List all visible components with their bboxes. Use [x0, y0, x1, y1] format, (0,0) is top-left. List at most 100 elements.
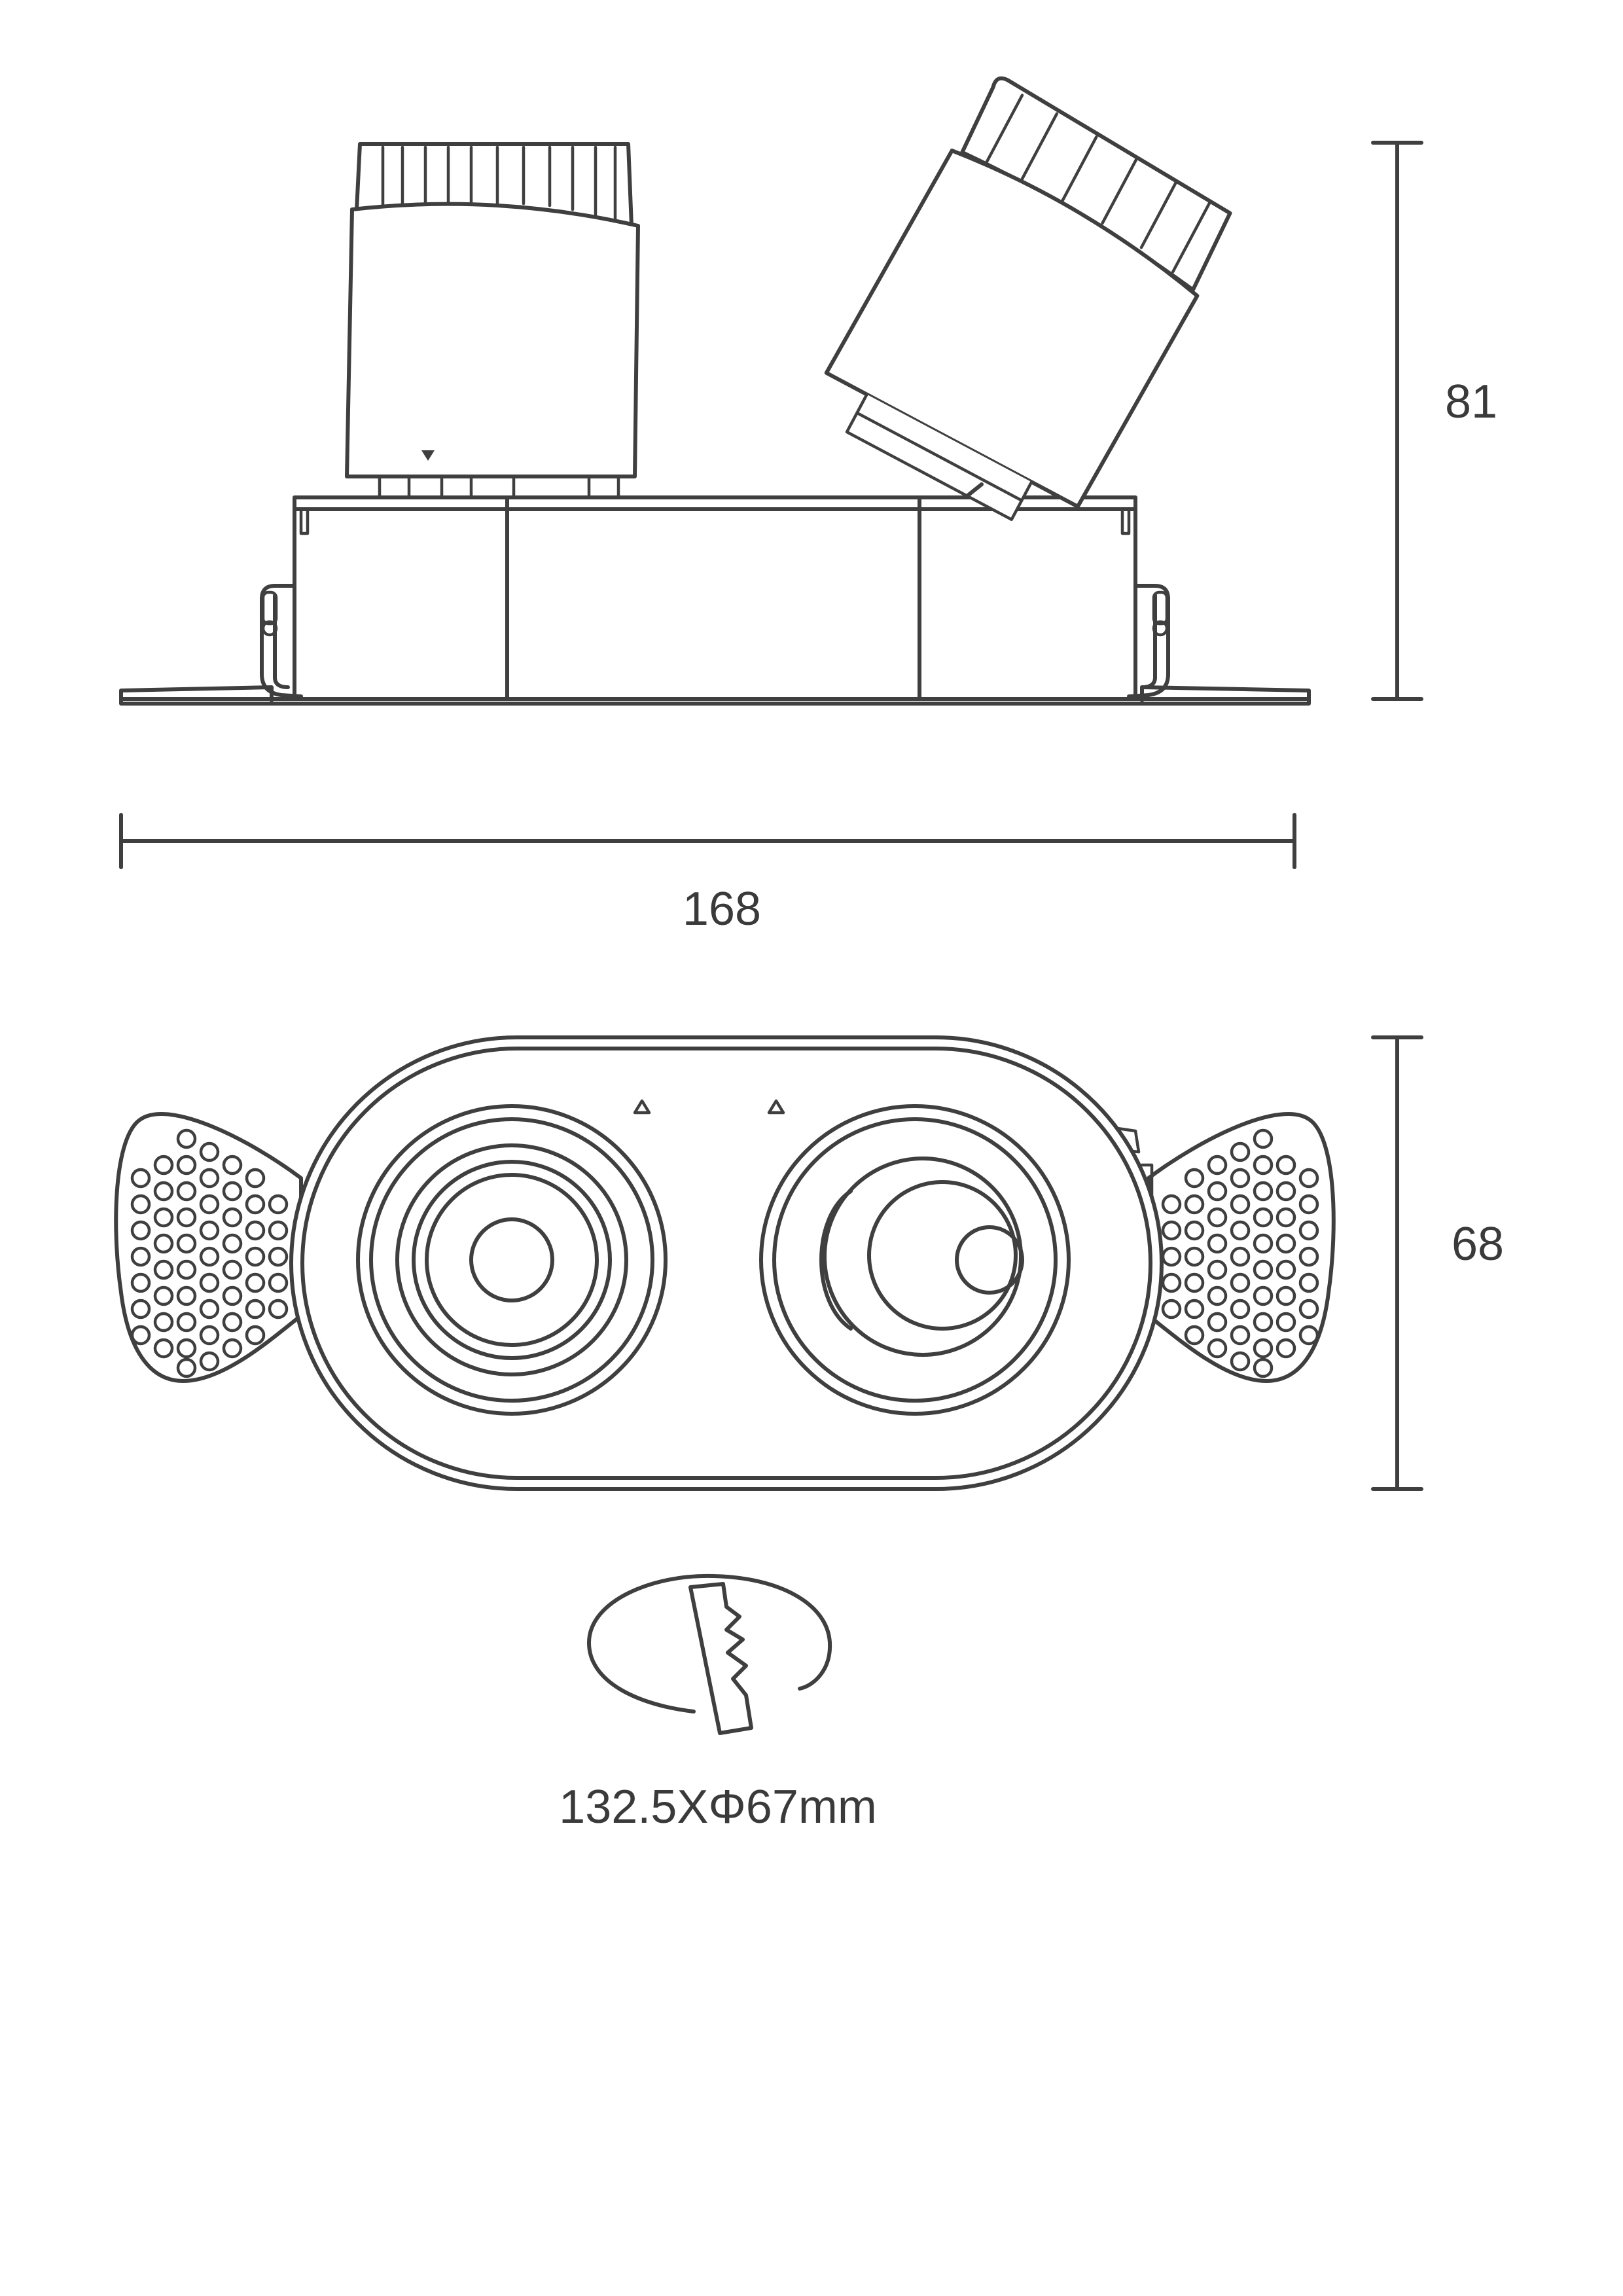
perforation-hole — [1161, 1194, 1182, 1215]
perforation-hole — [222, 1285, 243, 1306]
perforation-hole — [1253, 1357, 1274, 1378]
perforation-hole — [1207, 1207, 1228, 1228]
perforation-hole — [176, 1207, 197, 1228]
trim-outer — [289, 1035, 1164, 1491]
perforation-hole — [1275, 1259, 1296, 1280]
spring-clip-right — [1127, 584, 1170, 698]
lamp-module-left — [345, 142, 640, 499]
perforation-hole — [1253, 1181, 1274, 1202]
perforation-hole — [1275, 1181, 1296, 1202]
perforation-hole — [130, 1325, 151, 1346]
perforation-hole — [130, 1246, 151, 1267]
perforation-hole — [245, 1194, 266, 1215]
housing-notch-left — [299, 507, 310, 535]
perforation-hole — [176, 1338, 197, 1359]
perforation-hole — [1184, 1194, 1205, 1215]
perforation-hole — [1207, 1312, 1228, 1333]
perforation-hole — [199, 1246, 220, 1267]
lamp-right-fins — [984, 94, 1212, 274]
clip-pin-right — [1152, 590, 1169, 626]
perforation-hole — [153, 1155, 174, 1175]
perforation-hole — [245, 1246, 266, 1267]
lamp-left-collar — [378, 475, 620, 499]
perforation-hole — [130, 1299, 151, 1319]
perforation-hole — [222, 1181, 243, 1202]
perforation-hole — [1207, 1233, 1228, 1254]
perforation-hole — [153, 1207, 174, 1228]
perforation-hole — [1275, 1312, 1296, 1333]
side-view — [119, 76, 1311, 706]
perforation-hole — [1207, 1338, 1228, 1359]
perforation-hole — [1230, 1220, 1251, 1241]
perforation-hole — [199, 1168, 220, 1189]
perforation-hole — [176, 1357, 197, 1378]
perforation-hole — [176, 1285, 197, 1306]
perforation-hole — [1253, 1285, 1274, 1306]
perforation-hole — [1207, 1285, 1228, 1306]
perforation-hole — [1298, 1325, 1319, 1346]
perforation-hole — [268, 1299, 289, 1319]
lens-right — [759, 1099, 1071, 1416]
perforation-hole — [268, 1220, 289, 1241]
perforation-hole — [1298, 1246, 1319, 1267]
trim-inner — [300, 1047, 1152, 1480]
housing-notch-right — [1120, 507, 1131, 535]
perforation-hole — [1184, 1220, 1205, 1241]
width-dimension-label: 168 — [683, 883, 761, 935]
perforation-hole — [1298, 1220, 1319, 1241]
perforation-hole — [222, 1312, 243, 1333]
perforation-hole — [1207, 1155, 1228, 1175]
height-dimension: 81 — [1371, 141, 1497, 701]
perforation-hole — [1230, 1246, 1251, 1267]
perforation-hole — [1184, 1246, 1205, 1267]
lamp-right-neck-ring — [855, 411, 1024, 502]
perforation-hole — [1298, 1194, 1319, 1215]
depth-dimension-label: 68 — [1452, 1218, 1504, 1270]
perforation-hole — [1184, 1168, 1205, 1189]
perforation-hole — [222, 1207, 243, 1228]
spring-clip-left — [260, 584, 303, 698]
lamp-right-body — [824, 149, 1200, 509]
perforation-hole — [268, 1194, 289, 1215]
spring-clip-wing-right — [1147, 1112, 1336, 1383]
wing-left-perforations — [130, 1128, 289, 1378]
perforation-hole — [1275, 1155, 1296, 1175]
perforation-hole — [222, 1233, 243, 1254]
perforation-hole — [199, 1272, 220, 1293]
perforation-hole — [1184, 1325, 1205, 1346]
perforation-hole — [1161, 1220, 1182, 1241]
perforation-hole — [1253, 1155, 1274, 1175]
lamp-left-fins — [381, 145, 617, 222]
perforation-hole — [245, 1168, 266, 1189]
perforation-hole — [245, 1325, 266, 1346]
perforation-hole — [1275, 1285, 1296, 1306]
perforation-hole — [1230, 1299, 1251, 1319]
lens-left-marker-icon — [633, 1099, 651, 1115]
perforation-hole — [1230, 1351, 1251, 1372]
perforation-hole — [222, 1155, 243, 1175]
perforation-hole — [1207, 1181, 1228, 1202]
perforation-hole — [1184, 1272, 1205, 1293]
clip-screw-left — [261, 620, 278, 637]
perforation-hole — [130, 1272, 151, 1293]
perforation-hole — [153, 1285, 174, 1306]
perforation-hole — [153, 1338, 174, 1359]
height-dimension-label: 81 — [1445, 376, 1497, 428]
perforation-hole — [199, 1220, 220, 1241]
perforation-hole — [176, 1155, 197, 1175]
perforation-hole — [268, 1246, 289, 1267]
width-dimension: 168 — [119, 813, 1296, 935]
lamp-left-marker-icon — [421, 450, 435, 461]
perforation-hole — [1275, 1338, 1296, 1359]
housing-box — [293, 495, 1137, 701]
perforation-hole — [199, 1351, 220, 1372]
perforation-hole — [176, 1233, 197, 1254]
perforation-hole — [1253, 1312, 1274, 1333]
perforation-hole — [1230, 1194, 1251, 1215]
perforation-hole — [1298, 1272, 1319, 1293]
perforation-hole — [222, 1259, 243, 1280]
perforation-hole — [176, 1312, 197, 1333]
clip-screw-right — [1152, 620, 1169, 637]
wing-right-perforations — [1161, 1128, 1319, 1378]
